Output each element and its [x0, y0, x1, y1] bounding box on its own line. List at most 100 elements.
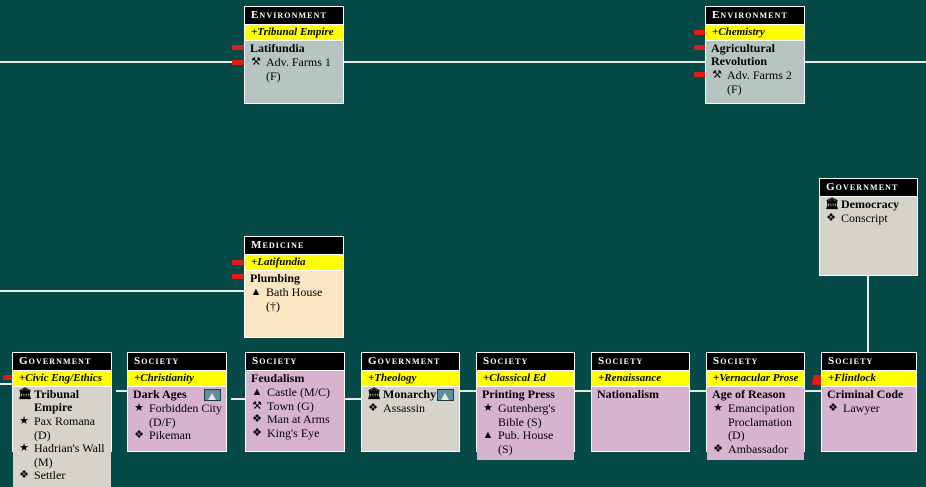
- card-tech-name: Criminal Code: [827, 387, 904, 401]
- star-icon: ★: [713, 402, 723, 414]
- card-tech-name: Age of Reason: [712, 387, 786, 401]
- card-tech-name: Plumbing: [250, 271, 301, 285]
- card-tech-name-row: 🏛 Tribunal Empire: [18, 388, 107, 415]
- card-category: Society: [246, 353, 344, 371]
- list-item-label: Pax Romana (D): [34, 414, 95, 442]
- list-item: ★ Emancipation Proclamation (D): [712, 401, 800, 443]
- tech-card-medicine-plumbing[interactable]: Medicine +Latifundia Plumbing ▲Bath Hous…: [244, 236, 344, 338]
- list-item-label: Pikeman: [149, 428, 191, 442]
- card-item-list: ❖Lawyer: [827, 401, 912, 416]
- card-category: Society: [707, 353, 804, 371]
- card-category: Environment: [706, 7, 804, 25]
- connector-line-row-b: [116, 390, 127, 392]
- star-icon: ★: [483, 402, 493, 414]
- card-body: Dark Ages ★Forbidden City (D/F) ❖Pikeman: [128, 387, 226, 447]
- prereq-stub-agrirev-c: [694, 72, 710, 77]
- list-item: ❖Conscript: [825, 211, 913, 226]
- card-requirement: +Vernacular Prose: [707, 371, 804, 387]
- triangle-icon: ▲: [250, 286, 262, 298]
- star-icon: ★: [19, 442, 29, 454]
- card-category: Society: [128, 353, 226, 371]
- card-category: Government: [820, 179, 917, 197]
- prereq-stub-agrirev-a: [694, 30, 710, 35]
- connector-line-row-g: [690, 390, 706, 392]
- card-tech-name: Monarchy: [383, 387, 437, 401]
- tech-tree-canvas: Environment +Tribunal Empire Latifundia …: [0, 6, 926, 487]
- tech-card-government-tribunal-empire[interactable]: Government +Civic Eng/Ethics 🏛 Tribunal …: [12, 352, 112, 487]
- card-requirement: +Latifundia: [245, 255, 343, 271]
- tech-card-society-feudalism[interactable]: Society Feudalism ▲Castle (M/C) ⚒Town (G…: [245, 352, 345, 452]
- card-requirement: +Renaissance: [592, 371, 689, 387]
- card-category: Environment: [245, 7, 343, 25]
- connector-line-row-c: [231, 398, 245, 400]
- tech-card-society-printing-press[interactable]: Society +Classical Ed Printing Press ★Gu…: [476, 352, 575, 460]
- diamond-icon: ❖: [252, 413, 262, 425]
- card-body: Criminal Code ❖Lawyer: [822, 387, 916, 420]
- card-body: Nationalism: [592, 387, 689, 406]
- tech-card-society-age-of-reason[interactable]: Society +Vernacular Prose Age of Reason …: [706, 352, 805, 460]
- card-body: 🏛 Monarchy ❖Assassin: [362, 387, 459, 420]
- list-item-label: Man at Arms: [267, 412, 330, 426]
- list-item-label: Ambassador: [728, 441, 788, 456]
- building-icon: 🏛: [367, 388, 381, 400]
- card-body: Latifundia ⚒Adv. Farms 1 (F): [245, 41, 343, 87]
- card-item-list: ❖Assassin: [367, 401, 455, 416]
- card-tech-name: Agricultural Revolution: [711, 41, 775, 68]
- card-tech-name: Tribunal Empire: [34, 387, 80, 414]
- list-item: ★ Forbidden City (D/F): [133, 401, 223, 429]
- list-item-label: Forbidden City (D/F): [149, 401, 223, 429]
- list-item: ⚒ Town (G): [251, 398, 340, 414]
- list-item-label: Assassin: [383, 401, 426, 415]
- list-item-label: Adv. Farms 2 (F): [727, 68, 792, 96]
- card-body: Printing Press ★Gutenberg's Bible (S) ▲P…: [477, 387, 574, 460]
- list-item: ▲Pub. House (S): [482, 428, 570, 456]
- list-item-label: Gutenberg's Bible (S): [498, 401, 556, 429]
- card-item-list: ★Forbidden City (D/F) ❖Pikeman: [133, 401, 223, 443]
- prereq-stub-latifundia-b: [232, 60, 248, 65]
- list-item-label: Town (G): [267, 398, 314, 413]
- card-tech-name: Latifundia: [250, 41, 305, 55]
- list-item: ❖Settler: [18, 468, 107, 483]
- diamond-icon: ❖: [828, 402, 838, 414]
- prereq-stub-plumbing-b: [232, 274, 248, 279]
- card-tech-name: Feudalism: [251, 371, 305, 385]
- card-tech-name: Dark Ages: [133, 387, 187, 401]
- list-item: ★ Gutenberg's Bible (S): [482, 401, 570, 429]
- card-body: 🏛 Tribunal Empire ★Pax Romana (D) ★Hadri…: [13, 387, 111, 487]
- list-item-label: Castle (M/C): [267, 385, 330, 399]
- tech-card-society-criminal-code[interactable]: Society +Flintlock Criminal Code ❖Lawyer: [821, 352, 917, 452]
- tech-card-society-dark-ages[interactable]: Society +Christianity Dark Ages ★Forbidd…: [127, 352, 227, 452]
- list-item: ❖Lawyer: [827, 401, 912, 416]
- prereq-stub-agrirev-b: [694, 45, 710, 50]
- card-item-list: ▲Bath House (†): [250, 285, 339, 313]
- list-item: ❖Assassin: [367, 401, 455, 416]
- list-item: ❖King's Eye: [251, 426, 340, 441]
- card-item-list: ★Emancipation Proclamation (D) ❖Ambassad…: [712, 401, 800, 456]
- list-item-label: Conscript: [841, 211, 888, 225]
- card-requirement: +Theology: [362, 371, 459, 387]
- diamond-icon: ❖: [19, 469, 29, 481]
- prereq-stub-latifundia-a: [232, 45, 248, 50]
- tech-card-environment-agricultural-revolution[interactable]: Environment +Chemistry Agricultural Revo…: [705, 6, 805, 104]
- card-requirement: +Chemistry: [706, 25, 804, 41]
- wrench-icon: ⚒: [252, 399, 262, 412]
- terrain-badge-icon: [437, 389, 454, 401]
- connector-line-gov-to-society: [867, 276, 869, 352]
- card-body: Feudalism ▲Castle (M/C) ⚒Town (G) ❖Man a…: [246, 371, 344, 444]
- star-icon: ★: [19, 415, 29, 427]
- card-category: Society: [822, 353, 916, 371]
- card-category: Medicine: [245, 237, 343, 255]
- card-requirement: +Flintlock: [822, 371, 916, 387]
- list-item-label: Pub. House (S): [498, 428, 554, 456]
- tech-card-government-democracy[interactable]: Government 🏛 Democracy ❖Conscript: [819, 178, 918, 276]
- wrench-icon: ⚒: [251, 56, 261, 68]
- terrain-badge-icon: [204, 389, 221, 401]
- tech-card-government-monarchy[interactable]: Government +Theology 🏛 Monarchy ❖Assassi…: [361, 352, 460, 452]
- connector-line-row-a: [0, 383, 12, 385]
- card-body: Plumbing ▲Bath House (†): [245, 271, 343, 317]
- tech-card-environment-latifundia[interactable]: Environment +Tribunal Empire Latifundia …: [244, 6, 344, 104]
- tech-card-society-nationalism[interactable]: Society +Renaissance Nationalism: [591, 352, 690, 452]
- card-body: 🏛 Democracy ❖Conscript: [820, 197, 917, 230]
- star-icon: ★: [134, 402, 144, 414]
- list-item-label: Emancipation Proclamation (D): [728, 401, 795, 442]
